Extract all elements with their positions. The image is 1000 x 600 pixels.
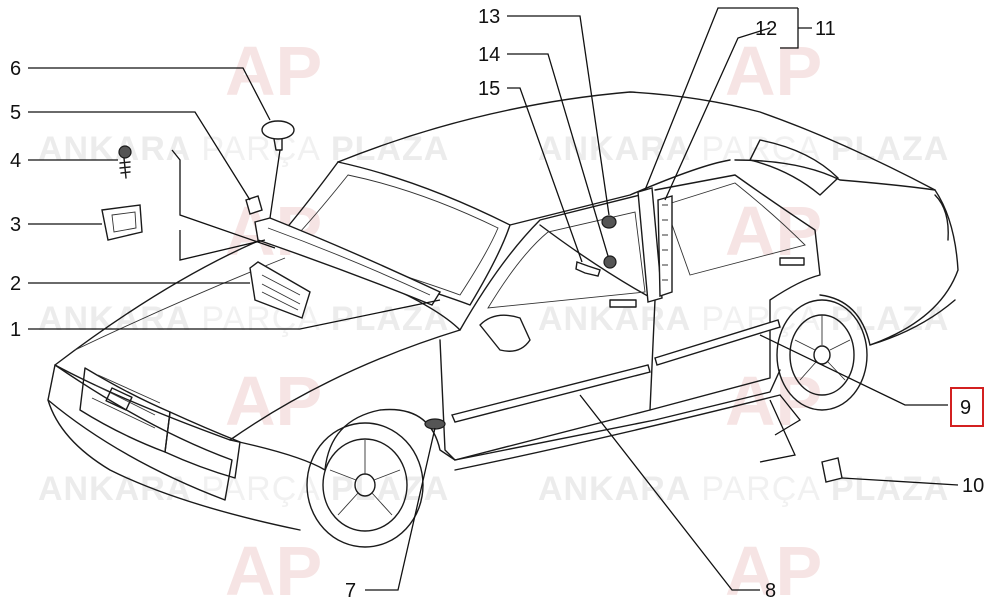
part-bolt-15 bbox=[575, 261, 601, 277]
part-grille-insert bbox=[249, 261, 311, 319]
leader-1 bbox=[28, 299, 441, 330]
car-rear-bumper bbox=[869, 299, 956, 346]
watermark-layer: AP AP AP AP AP AP AP AP ANKARAPARÇAPLAZA… bbox=[38, 32, 949, 600]
car-front-spokes bbox=[329, 440, 401, 516]
part-clip-nut-detail bbox=[111, 211, 137, 233]
callout-1: 1 bbox=[10, 319, 21, 341]
leader-15 bbox=[507, 87, 583, 263]
car-rear-quarter bbox=[734, 159, 959, 346]
car-badge bbox=[105, 387, 133, 411]
part-pillar-seal-inner bbox=[657, 195, 673, 297]
watermark-logo: AP bbox=[225, 532, 322, 600]
leader-10 bbox=[841, 477, 959, 486]
callout-12: 12 bbox=[755, 18, 777, 40]
part-molding-clip bbox=[821, 457, 843, 483]
car-lower-front bbox=[47, 399, 301, 531]
part-push-rivet bbox=[261, 120, 295, 140]
part-screw-head bbox=[118, 145, 132, 159]
car-front-fender bbox=[229, 408, 456, 471]
leader-bracket-1-2 bbox=[171, 149, 276, 261]
callout-3: 3 bbox=[10, 214, 21, 236]
car-front-rim bbox=[322, 438, 408, 532]
callout-9-highlight-box bbox=[950, 387, 984, 427]
car-rear-hub bbox=[813, 345, 831, 365]
part-clip-nut bbox=[101, 204, 143, 241]
car-drawing bbox=[47, 91, 959, 548]
callout-10: 10 bbox=[962, 475, 984, 497]
leader-13 bbox=[507, 15, 610, 216]
part-screw-thread bbox=[119, 157, 131, 179]
callout-9: 9 bbox=[960, 397, 971, 419]
watermark-logo: AP bbox=[725, 192, 822, 270]
part-rear-door-molding bbox=[654, 319, 781, 366]
leader-lines bbox=[28, 7, 959, 591]
car-rear-wheel bbox=[776, 299, 868, 411]
car-windshield-inner bbox=[299, 174, 499, 296]
leader-11 bbox=[644, 7, 812, 191]
leader-6-drop bbox=[269, 149, 281, 219]
car-rocker-panel bbox=[454, 394, 781, 471]
car-grille-slats bbox=[91, 374, 161, 429]
callout-5: 5 bbox=[10, 102, 21, 124]
leader-8 bbox=[579, 394, 760, 591]
car-tail-light bbox=[934, 194, 949, 241]
part-clip bbox=[245, 195, 263, 215]
parts-layer bbox=[101, 120, 843, 483]
car-rear-window bbox=[664, 182, 806, 276]
watermark-logo: AP bbox=[725, 362, 822, 440]
callout-8: 8 bbox=[765, 580, 776, 600]
callout-14: 14 bbox=[478, 44, 500, 66]
callout-numbers: 1 2 3 4 5 6 7 8 9 10 11 12 13 14 15 bbox=[10, 6, 984, 600]
part-nut-13 bbox=[601, 215, 617, 229]
callout-4: 4 bbox=[10, 150, 21, 172]
car-door-sill bbox=[454, 369, 781, 461]
leader-6 bbox=[28, 67, 271, 121]
car-a-pillar bbox=[459, 194, 641, 331]
car-side-mirror bbox=[479, 314, 531, 352]
car-headlight bbox=[164, 411, 241, 479]
car-front-window bbox=[487, 211, 646, 309]
callout-2: 2 bbox=[10, 273, 21, 295]
part-grille-insert-slats bbox=[261, 274, 301, 311]
part-front-door-molding bbox=[451, 364, 651, 423]
car-rear-spokes bbox=[794, 315, 851, 381]
leader-12 bbox=[664, 27, 771, 201]
callout-11: 11 bbox=[815, 18, 836, 40]
leader-7 bbox=[365, 427, 436, 591]
part-pillar-seal-ribs bbox=[662, 204, 668, 281]
watermark-logo: AP bbox=[225, 32, 322, 110]
leader-9 bbox=[759, 334, 948, 406]
callout-13: 13 bbox=[478, 6, 500, 28]
part-cowl-grille-detail bbox=[267, 227, 431, 296]
callout-15: 15 bbox=[478, 78, 500, 100]
car-roof-line bbox=[337, 91, 936, 191]
watermark-logo: AP bbox=[725, 532, 822, 600]
part-pillar-seal-outer bbox=[637, 187, 663, 303]
car-front-door bbox=[439, 224, 656, 461]
car-front-wheel bbox=[306, 422, 424, 548]
car-c-pillar-glass bbox=[749, 139, 839, 196]
leader-14 bbox=[507, 53, 609, 257]
callout-7: 7 bbox=[345, 580, 356, 600]
car-rear-door bbox=[649, 174, 821, 411]
part-side-marker bbox=[424, 418, 446, 430]
car-door-handle bbox=[779, 257, 805, 266]
watermark-logo: AP bbox=[725, 32, 822, 110]
watermark-logo: AP bbox=[225, 362, 322, 440]
callout-6: 6 bbox=[10, 58, 21, 80]
car-front-bumper bbox=[47, 364, 233, 501]
part-push-rivet-stem bbox=[273, 138, 283, 151]
car-door-handle bbox=[609, 299, 637, 308]
part-cowl-grille bbox=[254, 217, 442, 306]
part-nut-14 bbox=[603, 255, 617, 269]
leader-5 bbox=[28, 111, 251, 201]
leader-10-detail bbox=[759, 394, 801, 463]
